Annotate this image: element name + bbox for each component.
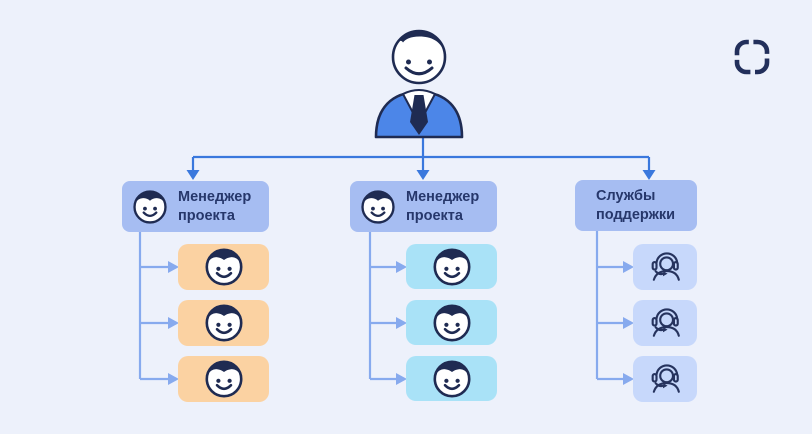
- smiling-face-icon: [432, 303, 472, 343]
- branch-arrowheads: [168, 261, 634, 385]
- member-card: [178, 300, 269, 346]
- root-manager-figure: [374, 29, 464, 139]
- smiling-face-icon: [432, 247, 472, 287]
- support-agent-headset-icon: [648, 362, 682, 396]
- member-card: [178, 244, 269, 290]
- member-card: [406, 244, 497, 289]
- primary-connector-lines: [191, 137, 651, 171]
- member-card: [633, 244, 697, 290]
- smiling-face-icon: [204, 247, 244, 287]
- support-agent-headset-icon: [648, 306, 682, 340]
- group-label: Менеджер проекта: [406, 188, 480, 224]
- group-header-support-services: Службы поддержки: [575, 180, 697, 231]
- primary-arrowheads: [186, 170, 656, 180]
- smiling-face-icon: [204, 359, 244, 399]
- support-agent-headset-icon: [648, 250, 682, 284]
- member-card: [406, 356, 497, 401]
- smiling-face-icon: [432, 359, 472, 399]
- group-label: Службы поддержки: [596, 187, 676, 223]
- smiling-face-icon: [204, 303, 244, 343]
- brand-logo-icon: [734, 39, 770, 75]
- group-label: Менеджер проекта: [178, 188, 252, 224]
- group-header-project-manager-2: Менеджер проекта: [350, 181, 497, 232]
- group-header-project-manager-1: Менеджер проекта: [122, 181, 269, 232]
- member-card: [633, 300, 697, 346]
- smiling-face-icon: [132, 189, 168, 225]
- member-card: [406, 300, 497, 345]
- member-card: [178, 356, 269, 402]
- smiling-face-icon: [360, 189, 396, 225]
- branch-connector-lines: [138, 231, 624, 381]
- member-card: [633, 356, 697, 402]
